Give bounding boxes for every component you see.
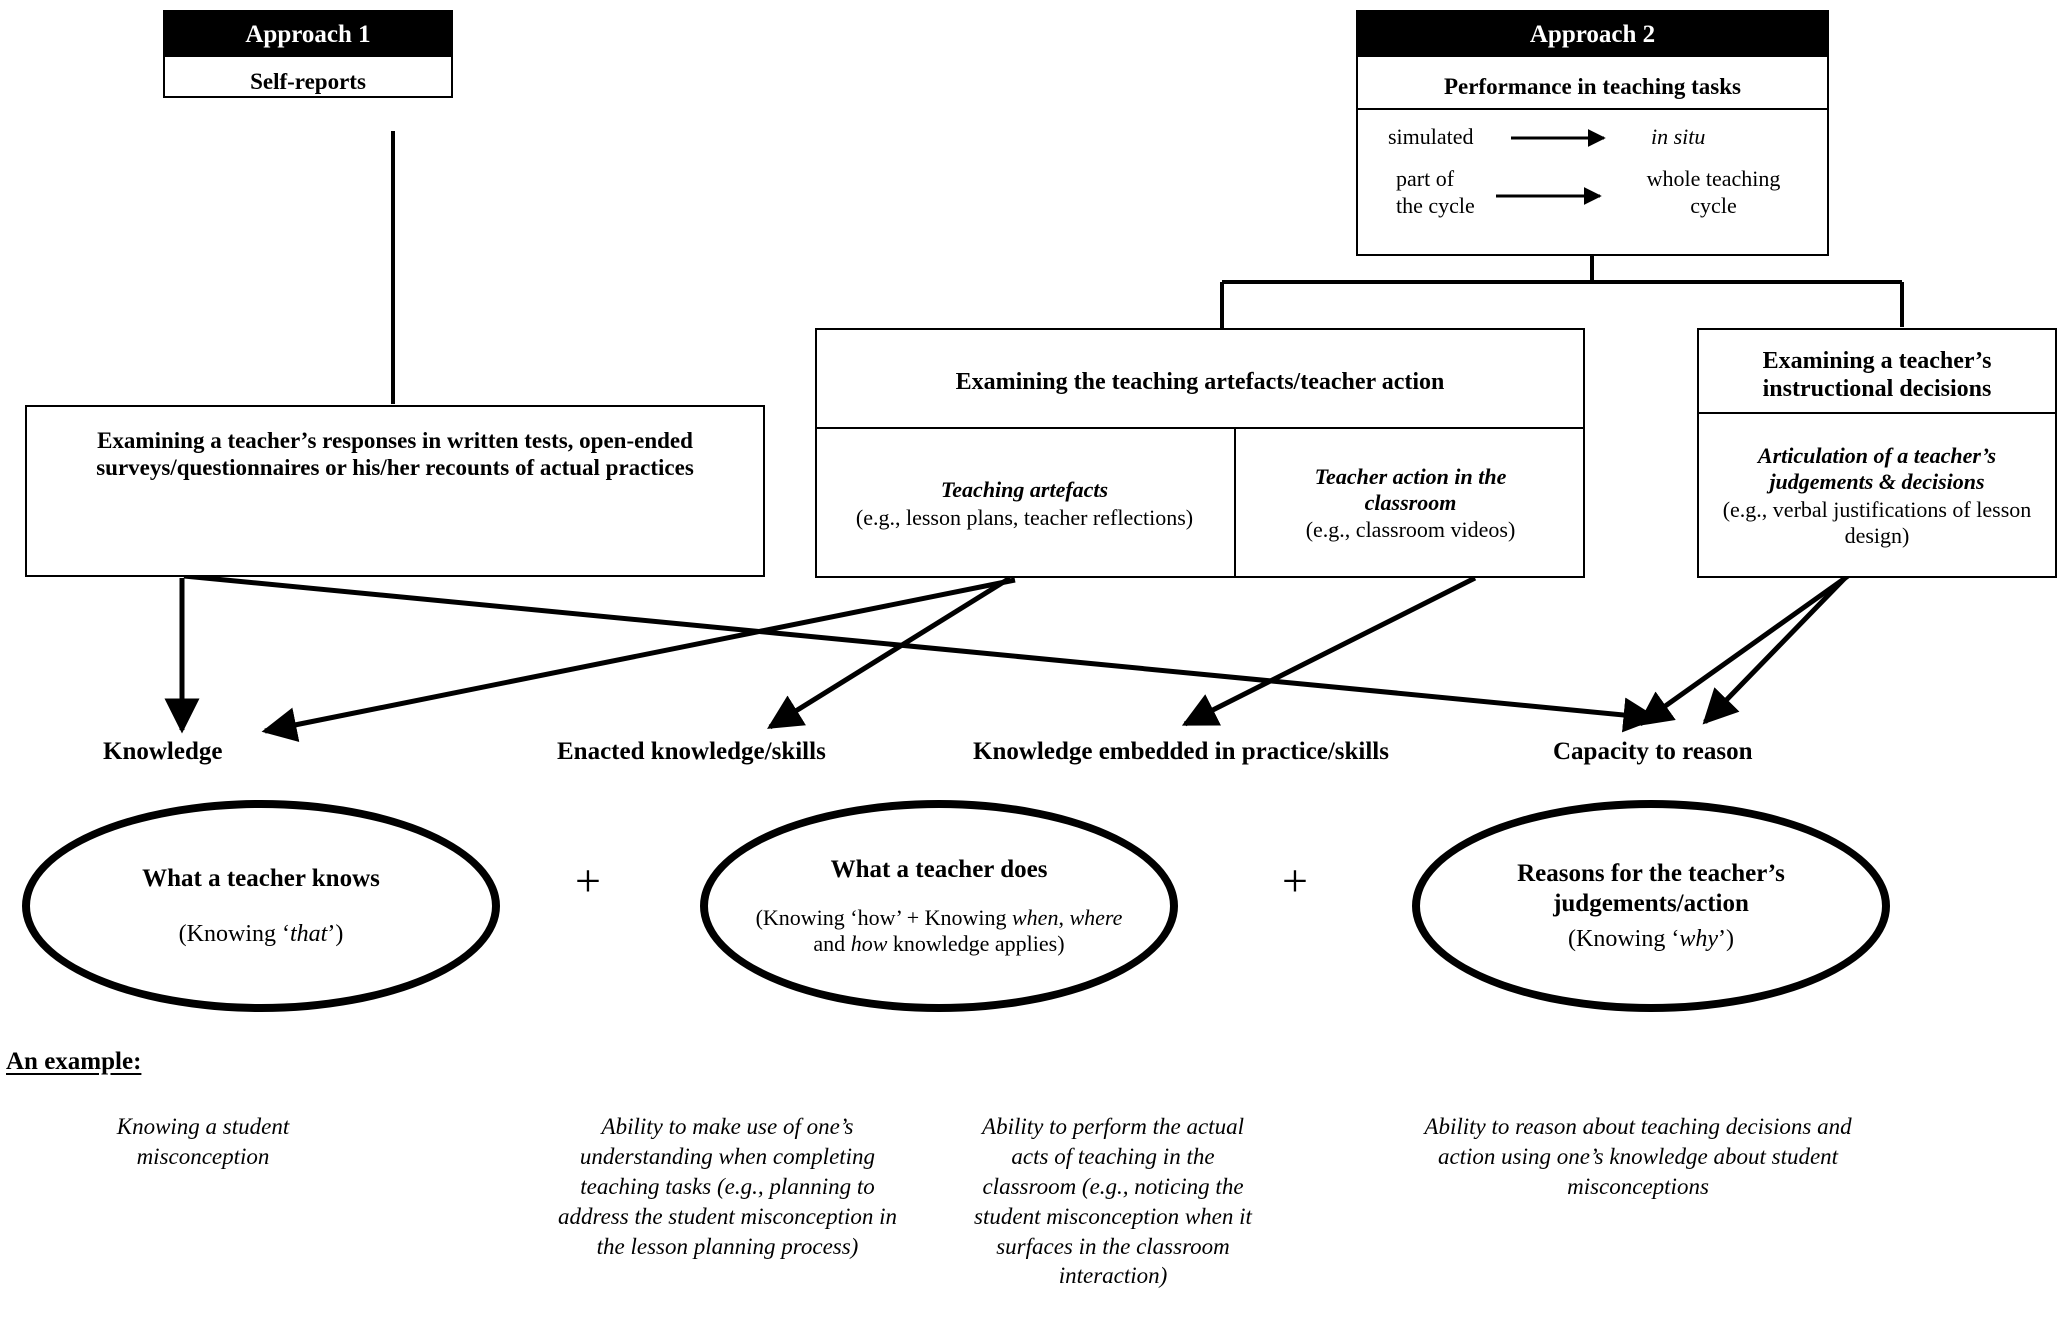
construct-title-reasons: Reasons for the teacher’s judgements/act…: [1517, 859, 1785, 919]
construct-sub-knows: (Knowing ‘that’): [179, 920, 344, 949]
continuum-row1-right-label: in situ: [1651, 124, 1706, 149]
continuum-row2-left-label: part of the cycle: [1396, 166, 1475, 220]
continuum-row1-left-label: simulated: [1388, 124, 1474, 149]
construct-title-reasons-line1: Reasons for the teacher’s: [1517, 859, 1785, 887]
arrow-artefacts-to-knowledge: [261, 577, 1016, 742]
plus-sign-1: +: [575, 855, 601, 906]
arrow-decisions-to-capacity-2: [1637, 573, 1850, 727]
arrow-selfreports-to-capacity: [183, 573, 1659, 733]
artefacts-box: Examining the teaching artefacts/teacher…: [815, 328, 1585, 578]
construct-sub-reasons: (Knowing ‘why’): [1568, 925, 1734, 952]
construct-ellipse-does: What a teacher does (Knowing ‘how’ + Kno…: [700, 800, 1178, 1012]
decisions-box-body-title: Articulation of a teacher’s judgements &…: [1757, 443, 1997, 495]
artefacts-cell-left: Teaching artefacts (e.g., lesson plans, …: [815, 429, 1236, 578]
approach1-subtitle: Self-reports: [250, 68, 366, 94]
approach2-subtitle: Performance in teaching tasks: [1443, 73, 1742, 99]
artefacts-box-header: Examining the teaching artefacts/teacher…: [955, 369, 1445, 396]
artefacts-cell-left-detail: (e.g., lesson plans, teacher reflections…: [855, 504, 1194, 530]
approach1-method-box: Examining a teacher’s responses in writt…: [25, 405, 765, 577]
decisions-box: Examining a teacher’s instructional deci…: [1697, 328, 2057, 578]
approach2-header: Approach 2: [1358, 12, 1827, 57]
construct-sub-knows-pre: (Knowing ‘: [178, 920, 290, 947]
continuum-row2-left-line1: part of: [1396, 166, 1455, 191]
continuum-row2-left-line2: the cycle: [1396, 192, 1475, 218]
arrow-decisions-to-capacity: [1702, 576, 1847, 725]
arrow-artefacts-to-enacted: [767, 575, 1012, 730]
outcome-label-embedded: Knowledge embedded in practice/skills: [973, 738, 1389, 765]
decisions-box-header-line2: instructional decisions: [1762, 376, 1992, 402]
construct-title-knows: What a teacher knows: [142, 864, 380, 892]
example-heading: An example:: [6, 1048, 142, 1075]
construct-title-reasons-line2: judgements/action: [1553, 889, 1749, 917]
continuum-row1-arrow: [1511, 129, 1606, 147]
artefacts-cell-right-detail: (e.g., classroom videos): [1305, 517, 1516, 543]
outcome-label-capacity: Capacity to reason: [1553, 738, 1753, 765]
outcome-label-knowledge: Knowledge: [103, 738, 223, 765]
decisions-box-body: Articulation of a teacher’s judgements &…: [1697, 412, 2057, 578]
example-column-1: Knowing a student misconception: [116, 1114, 290, 1169]
outcome-label-enacted: Enacted knowledge/skills: [557, 738, 826, 765]
example-column-2: Ability to make use of one’s understandi…: [558, 1114, 897, 1259]
continuum-row2-arrow: [1496, 187, 1602, 205]
construct-ellipse-knows: What a teacher knows (Knowing ‘that’): [22, 800, 500, 1012]
construct-ellipse-reasons: Reasons for the teacher’s judgements/act…: [1412, 800, 1890, 1012]
construct-sub-knows-em: that: [290, 920, 328, 947]
continuum-row-2: part of the cycle whole teaching cycle: [1356, 166, 1829, 236]
continuum-row-1: simulated in situ: [1356, 120, 1829, 162]
plus-sign-2: +: [1282, 855, 1308, 906]
artefacts-cell-right-title: Teacher action in the classroom: [1314, 463, 1507, 515]
construct-sub-knows-post: ’): [327, 920, 344, 947]
artefacts-cell-right: Teacher action in the classroom (e.g., c…: [1236, 429, 1585, 578]
construct-title-does: What a teacher does: [830, 855, 1048, 883]
continuum-row2-right-line2: cycle: [1690, 192, 1737, 218]
decisions-box-header: Examining a teacher’s instructional deci…: [1699, 330, 2055, 420]
decisions-box-header-line1: Examining a teacher’s: [1762, 347, 1992, 374]
example-column-4: Ability to reason about teaching decisio…: [1424, 1114, 1852, 1199]
artefacts-cell-left-title: Teaching artefacts: [940, 476, 1109, 502]
arrow-action-to-embedded: [1181, 575, 1477, 727]
approach1-header: Approach 1: [165, 12, 451, 57]
example-column-3: Ability to perform the actual acts of te…: [974, 1114, 1252, 1289]
decisions-box-body-detail: (e.g., verbal justifications of lesson d…: [1722, 497, 2032, 548]
approach1-box: Approach 1 Self-reports: [163, 10, 453, 98]
approach2-continuum: simulated in situ part of the cycle: [1356, 108, 1829, 256]
continuum-row2-right-label: whole teaching cycle: [1611, 166, 1816, 220]
continuum-row2-right-line1: whole teaching: [1646, 166, 1781, 191]
approach2-box: Approach 2 Performance in teaching tasks…: [1356, 10, 1829, 256]
artefacts-box-columns: Teaching artefacts (e.g., lesson plans, …: [815, 427, 1585, 578]
